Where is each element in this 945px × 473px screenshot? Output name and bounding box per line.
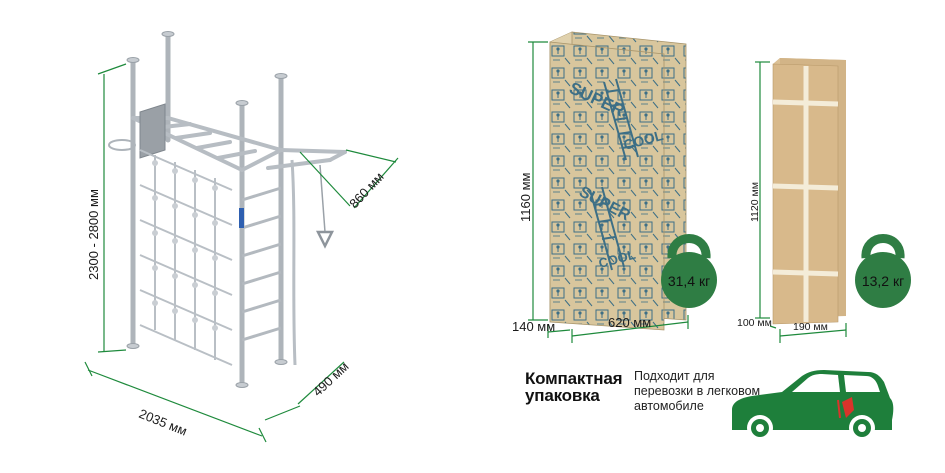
- compact-title-line-1: Компактная: [525, 369, 623, 388]
- large-box: SUPER COOL SUPER COOL: [549, 31, 687, 331]
- product-height-label: 2300 - 2800 мм: [86, 189, 101, 280]
- product-depth-label: 490 мм: [310, 359, 352, 399]
- compact-desc-line-3: автомобиле: [634, 399, 704, 413]
- car-icon: [732, 370, 894, 441]
- small-box-depth-label: 100 мм: [737, 317, 772, 329]
- small-box: [772, 58, 846, 325]
- compact-desc-line-1: Подходит для: [634, 369, 715, 383]
- compact-desc-line-2: перевозки в легковом: [634, 384, 761, 398]
- sports-complex-drawing: [108, 31, 347, 388]
- small-box-width-label: 190 мм: [793, 321, 828, 333]
- small-box-dimension-lines: [755, 61, 847, 343]
- large-box-depth-label: 140 мм: [512, 319, 555, 334]
- weight-icon: [661, 234, 717, 308]
- small-box-height-label: 1120 мм: [749, 182, 761, 222]
- weight-icon-small: [855, 234, 911, 308]
- large-box-dimension-lines: [528, 41, 689, 343]
- large-box-height-label: 1160 мм: [518, 172, 533, 222]
- large-box-weight-label: 31,4 кг: [668, 273, 710, 289]
- product-width-label: 2035 мм: [137, 406, 189, 439]
- small-box-weight-label: 13,2 кг: [862, 273, 904, 289]
- product-dimension-lines: [84, 63, 399, 443]
- bar-depth-label: 860 мм: [346, 169, 386, 211]
- compact-title-line-2: упаковка: [525, 386, 600, 405]
- large-box-width-label: 620 мм: [608, 315, 651, 330]
